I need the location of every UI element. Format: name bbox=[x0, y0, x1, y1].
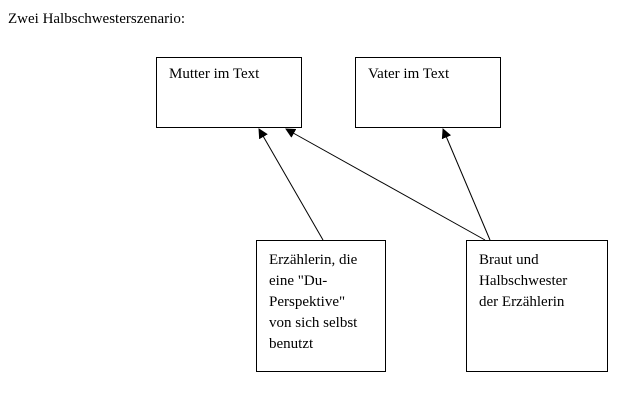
node-label: Mutter im Text bbox=[169, 66, 260, 82]
node-label-line: Erzählerin, die bbox=[269, 252, 358, 268]
node-label-line: Halbschwester bbox=[479, 273, 568, 289]
node-label-line: Perspektive" bbox=[269, 294, 346, 310]
arrow-bride-to-mother bbox=[285, 128, 486, 241]
node-label-line: eine "Du- bbox=[269, 273, 328, 289]
arrow-narrator-to-mother bbox=[258, 128, 324, 241]
node-bride-half-sister: Braut und Halbschwester der Erzählerin bbox=[466, 240, 608, 372]
node-narrator: Erzählerin, die eine "Du- Perspektive" v… bbox=[256, 240, 386, 372]
node-label-line: Braut und bbox=[479, 252, 539, 268]
node-father-in-text: Vater im Text bbox=[355, 57, 501, 128]
node-label-line: benutzt bbox=[269, 336, 314, 352]
node-mother-in-text: Mutter im Text bbox=[156, 57, 302, 128]
arrow-bride-to-father bbox=[441, 128, 491, 241]
node-label-line: der Erzählerin bbox=[479, 294, 565, 310]
node-label-line: von sich selbst bbox=[269, 315, 358, 331]
diagram-title: Zwei Halbschwesterszenario: bbox=[8, 11, 186, 27]
node-label: Vater im Text bbox=[368, 66, 450, 82]
